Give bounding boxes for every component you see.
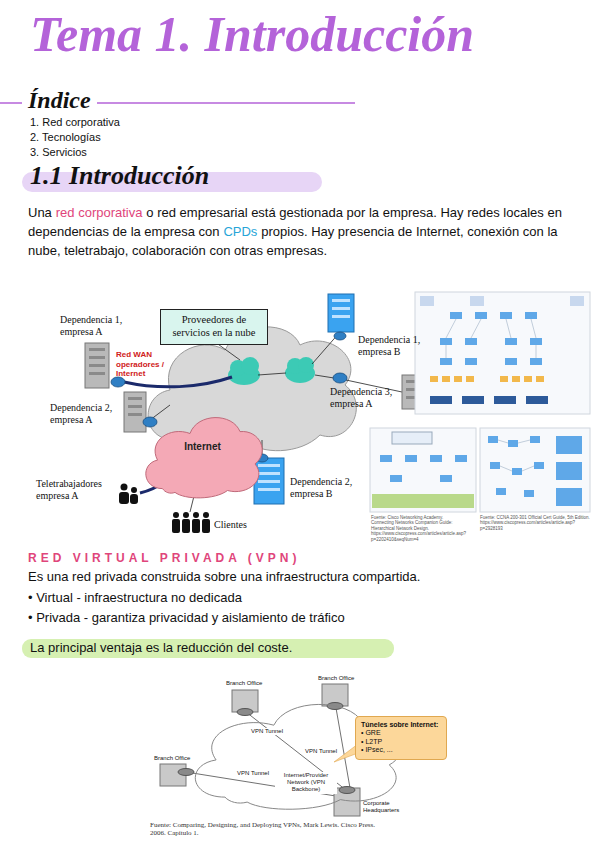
- wan-line: [124, 377, 232, 387]
- cloud-path: [146, 418, 262, 498]
- tunnel-label: VPN Tunnel: [236, 770, 270, 777]
- bullet-text: • Privada - garantiza privacidad y aisla…: [28, 610, 345, 626]
- index-item: 2. Tecnologías: [30, 131, 101, 144]
- node-text: • GRE: [361, 729, 441, 737]
- figure-source: Fuente: Comparing, Designing, and Deploy…: [150, 821, 390, 838]
- wan-label: Red WAN operadores / Internet: [116, 350, 190, 379]
- node-title: Internet: [160, 441, 245, 453]
- node-text-area: Internet/Provider Network (VPN Backbone): [275, 772, 337, 794]
- index-item: 3. Servicios: [30, 146, 87, 159]
- site-label: Dependencia 1, empresa A: [60, 314, 144, 338]
- index-heading: Índice: [22, 86, 97, 115]
- node-text: • IPsec, ...: [361, 746, 441, 754]
- body-text: Es una red privada construida sobre una …: [28, 569, 420, 585]
- internet-cloud: Internet: [140, 405, 265, 500]
- key-term: red corporativa: [56, 205, 143, 220]
- teal-cloud: [228, 357, 315, 385]
- reference-image: [370, 292, 590, 512]
- bullet-text: • Virtual - infraestructura no dedicada: [28, 590, 242, 606]
- office-label: Branch Office: [318, 675, 354, 682]
- node-title: Proveedores de servicios en la nube: [165, 314, 263, 339]
- tunnel-lines: [186, 708, 350, 797]
- highlight-text: La principal ventaja es la reducción del…: [30, 640, 292, 656]
- node-title: Internet/Provider Network (VPN Backbone): [275, 772, 337, 794]
- source-note: Fuente: Cisco Networking Academy. Connec…: [371, 515, 463, 542]
- clients-label: Clientes: [214, 519, 247, 531]
- node-text: • L2TP: [361, 738, 441, 746]
- body-text: Una: [28, 205, 52, 220]
- site-label: Dependencia 2, empresa B: [290, 476, 370, 500]
- section-heading: RED VIRTUAL PRIVADA (VPN): [28, 551, 300, 565]
- highlight-bar: [22, 639, 394, 658]
- office-label: Branch Office: [154, 755, 190, 762]
- paragraph: Unared corporativao red empresarial está…: [28, 203, 576, 260]
- hq-label: Corporate Headquarters: [363, 800, 411, 814]
- callout-box: Túneles sobre Internet:• GRE• L2TP• IPse…: [355, 716, 447, 760]
- page-title: Tema 1. Introducción: [30, 4, 474, 64]
- site-label: Dependencia 2, empresa A: [50, 402, 122, 426]
- office-label: Branch Office: [226, 680, 262, 687]
- tunnel-label: VPN Tunnel: [304, 748, 338, 755]
- index-item: 1. Red corporativa: [30, 116, 120, 129]
- site-label: Dependencia 1, empresa B: [358, 334, 438, 358]
- key-term: CPDs: [223, 224, 257, 239]
- node-title: Túneles sobre Internet:: [361, 721, 441, 729]
- tunnel-label: VPN Tunnel: [250, 728, 284, 735]
- cloud-provider-box: Proveedores de servicios en la nube: [160, 309, 268, 345]
- cloud-outline: [140, 405, 265, 500]
- node-text-area: Internet: [160, 441, 245, 453]
- site-label: Dependencia 3, empresa A: [330, 386, 400, 410]
- site-label: Teletrabajadores empresa A: [36, 478, 116, 502]
- office-icon: [160, 684, 360, 816]
- source-note: Fuente: CCNA 200-301 Official Cert Guide…: [480, 515, 592, 531]
- section-heading: 1.1 Introducción: [30, 160, 209, 191]
